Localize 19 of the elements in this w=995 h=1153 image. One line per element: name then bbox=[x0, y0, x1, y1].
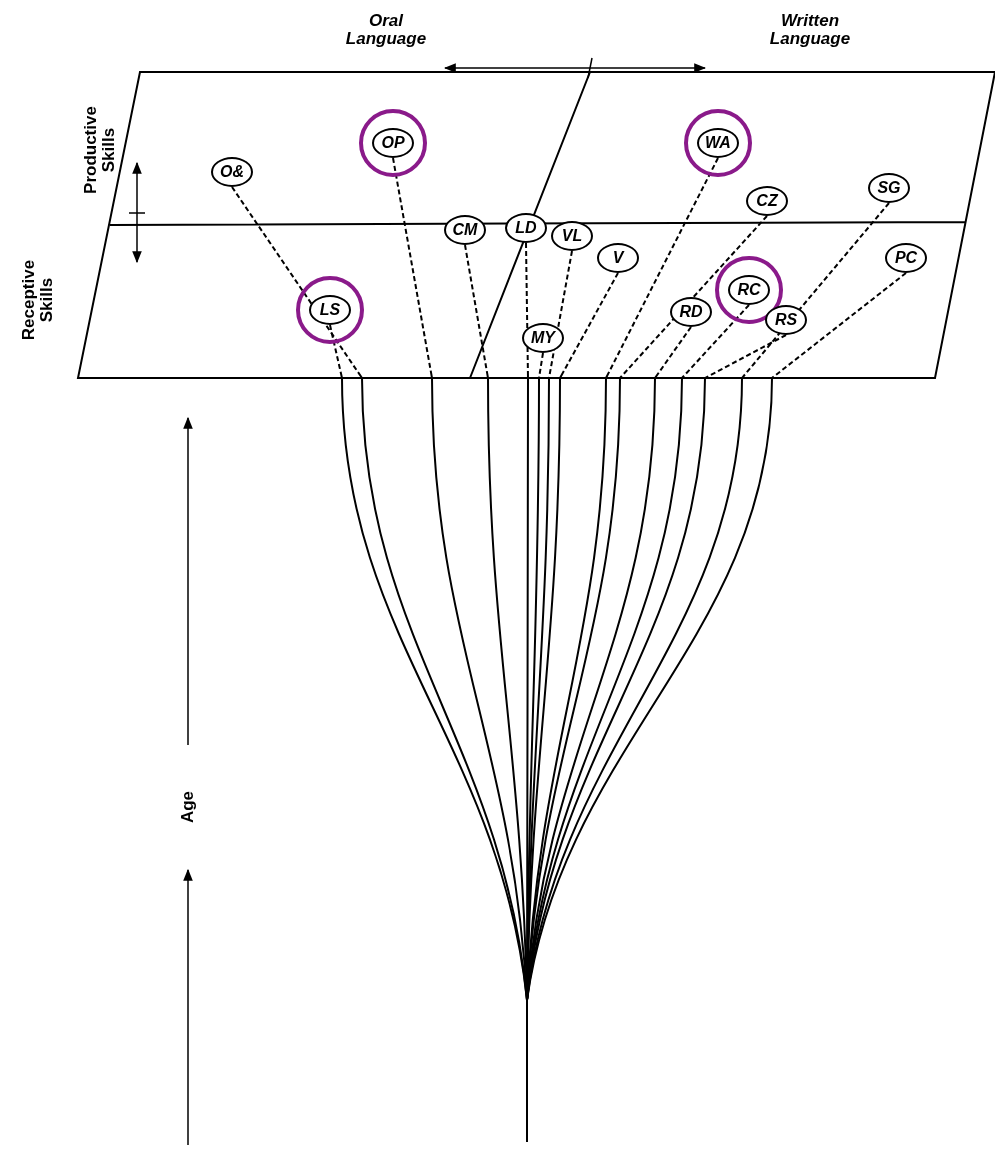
axis-label: Oral Language bbox=[344, 12, 428, 48]
skill-ellipse: VL bbox=[551, 221, 593, 251]
axis-label: Productive Skills bbox=[82, 105, 118, 196]
axis-label: Written Language bbox=[768, 12, 852, 48]
skill-ellipse: WA bbox=[697, 128, 739, 158]
axis-label: Receptive Skills bbox=[20, 258, 56, 343]
skill-ellipse: LS bbox=[309, 295, 351, 325]
skill-ellipse: PC bbox=[885, 243, 927, 273]
skill-ellipse: RD bbox=[670, 297, 712, 327]
skill-ellipse: CM bbox=[444, 215, 486, 245]
skill-ellipse: OP bbox=[372, 128, 414, 158]
skill-ellipse: RS bbox=[765, 305, 807, 335]
skill-ellipse: CZ bbox=[746, 186, 788, 216]
skill-ellipse: O& bbox=[211, 157, 253, 187]
skill-ellipse: RC bbox=[728, 275, 770, 305]
skill-ellipse: V bbox=[597, 243, 639, 273]
skill-ellipse: LD bbox=[505, 213, 547, 243]
skill-ellipse: MY bbox=[522, 323, 564, 353]
skill-ellipse: SG bbox=[868, 173, 910, 203]
